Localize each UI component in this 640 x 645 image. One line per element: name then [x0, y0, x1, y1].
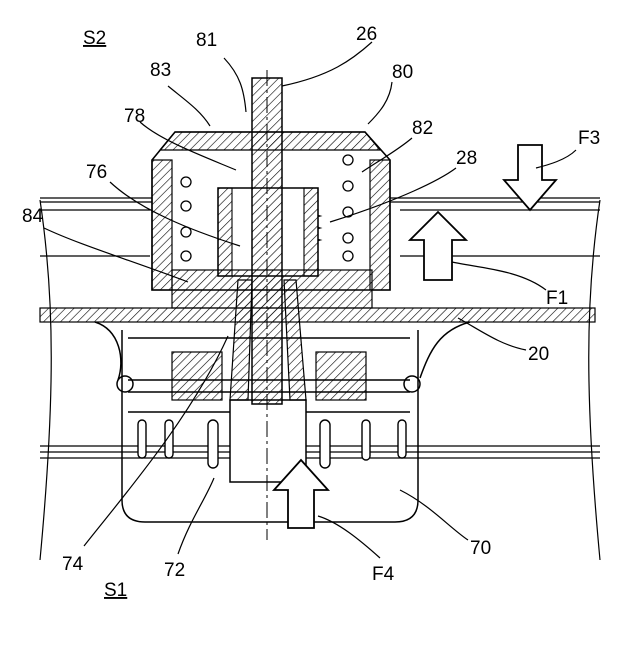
ref-20: 20: [528, 344, 549, 365]
ref-72: 72: [164, 560, 185, 581]
flow-arrow-f1: [410, 212, 466, 280]
ref-84: 84: [22, 206, 44, 227]
ref-70: 70: [470, 538, 491, 559]
ref-81: 81: [196, 30, 217, 51]
ref-83: 83: [150, 60, 171, 81]
ref-78: 78: [124, 106, 145, 127]
ref-80: 80: [392, 62, 413, 83]
region-label-s1: S1: [104, 580, 127, 601]
flow-arrow-f3: [504, 145, 556, 210]
ref-26: 26: [356, 24, 377, 45]
flow-label-f1: F1: [546, 288, 568, 309]
flow-label-f4: F4: [372, 564, 395, 585]
ref-28: 28: [456, 148, 477, 169]
flow-label-f3: F3: [578, 128, 600, 149]
ref-74: 74: [62, 554, 84, 575]
region-label-s2: S2: [83, 28, 106, 49]
ref-82: 82: [412, 118, 433, 139]
ref-76: 76: [86, 162, 107, 183]
